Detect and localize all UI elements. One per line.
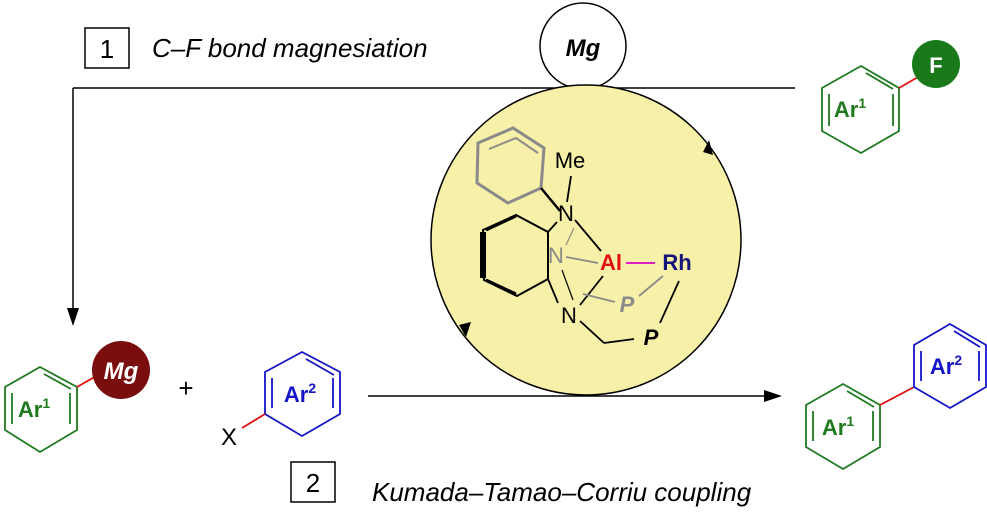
catalyst-circle — [430, 84, 742, 396]
bond-me-n1 — [566, 175, 572, 203]
fluorine-disc — [912, 40, 960, 88]
bond-aryl-aryl — [879, 386, 915, 406]
cycle-arrowhead-bottom — [459, 322, 471, 337]
product-ring-1-inner-3 — [846, 390, 875, 408]
product-ring-2 — [913, 322, 987, 410]
catalytic-cycle — [430, 84, 742, 396]
fluorine-label: F — [929, 53, 942, 78]
catalyst-structure: Me N N Al Rh N P P — [475, 126, 692, 350]
step-1-number: 1 — [100, 34, 114, 64]
aryl-halide-ar-label: Ar2 — [284, 380, 316, 407]
fluoro-arene-inner-3 — [865, 72, 894, 90]
magnesium-label: Mg — [104, 358, 139, 385]
benzo-edge-a — [485, 214, 517, 232]
bond-n2-n3 — [561, 269, 574, 301]
step-2-arrowhead — [764, 390, 782, 402]
grignard-reagent: Ar1 Mg — [4, 341, 150, 454]
n1-atom: N — [558, 201, 574, 226]
step-2-label: Kumada–Tamao–Corriu coupling — [372, 477, 752, 507]
grignard-ar-label: Ar1 — [18, 395, 50, 422]
grignard-ring — [4, 365, 78, 454]
fluoro-arene-ring — [821, 64, 900, 155]
product-ar1-label: Ar1 — [822, 413, 854, 440]
grey-aryl-inner — [488, 136, 539, 154]
bond-ch2-p2 — [603, 338, 635, 344]
plus-sign: + — [178, 373, 193, 403]
cycle-arrowhead-top — [703, 140, 713, 155]
leaving-group-label: X — [221, 424, 237, 451]
methyl-label: Me — [555, 148, 586, 173]
step-2-number-box — [290, 461, 336, 503]
bond-n2-al — [565, 256, 599, 264]
step-1-arrow — [67, 87, 795, 326]
bond-n2-n1 — [565, 227, 575, 246]
bond-p2-rh — [659, 280, 680, 324]
bond-benzo-n3 — [547, 278, 559, 304]
rh-atom: Rh — [662, 250, 691, 275]
product-ar2-label: Ar2 — [930, 352, 962, 379]
bond-benzo-n1 — [547, 221, 558, 233]
fluoro-arene: Ar1 F — [821, 40, 960, 155]
n3-atom: N — [561, 303, 577, 328]
step-2-arrow — [368, 390, 782, 402]
step-1-number-box — [84, 27, 130, 69]
bond-n1-al — [574, 219, 602, 252]
benzo-edge-b — [485, 278, 517, 296]
step-1-arrowhead — [67, 308, 79, 326]
step-1: 1 C–F bond magnesiation — [84, 27, 428, 69]
bond-n3-ch2 — [579, 320, 605, 344]
grignard-inner-3 — [43, 373, 72, 390]
bond-aryl-n1 — [540, 187, 561, 212]
bond-c-x — [241, 413, 266, 429]
p2-atom: P — [644, 325, 659, 350]
bond-n-p1 — [582, 293, 616, 303]
magnesium-disc — [92, 341, 150, 399]
step-2: 2 Kumada–Tamao–Corriu coupling — [290, 461, 752, 507]
mg-reagent-label: Mg — [566, 35, 601, 62]
aryl-halide: Ar2 X — [221, 350, 341, 451]
n2-atom: N — [548, 243, 564, 268]
product-ring-2-inner-3 — [953, 330, 981, 348]
step-2-number: 2 — [306, 468, 320, 498]
step-1-label: C–F bond magnesiation — [152, 33, 428, 63]
al-atom: Al — [600, 250, 622, 275]
mg-reagent: Mg — [539, 2, 627, 90]
product-ring-1 — [805, 382, 881, 471]
biaryl-product: Ar1 Ar2 — [805, 322, 987, 471]
bond-c-f — [898, 76, 919, 89]
fluoro-arene-label: Ar1 — [834, 95, 866, 122]
bond-p1-rh — [638, 275, 664, 297]
p1-atom: P — [620, 292, 635, 317]
bond-n3-al — [579, 275, 604, 306]
aryl-halide-inner-3 — [305, 358, 335, 376]
